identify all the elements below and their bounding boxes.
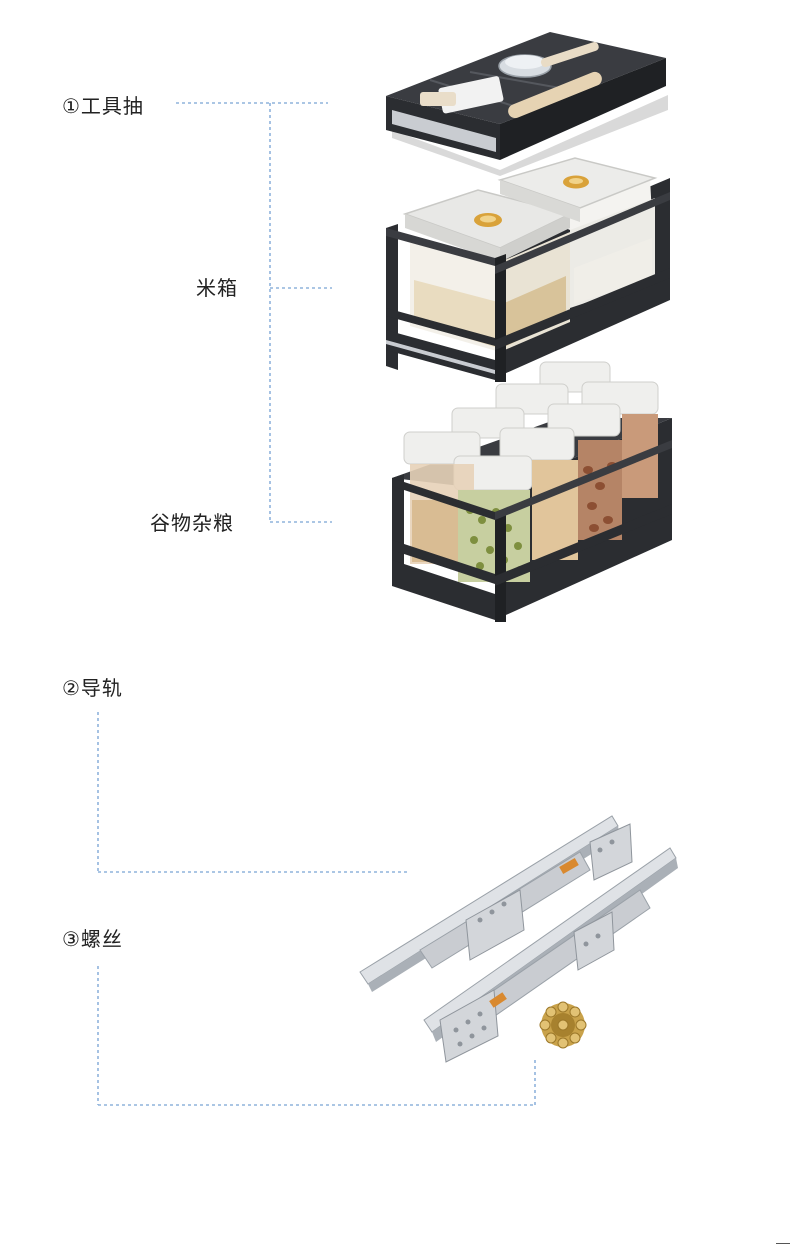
leader-line-screws <box>97 966 536 1106</box>
grains-drawer-illustration <box>392 361 672 622</box>
label-tool-drawer: ①工具抽 <box>62 94 144 118</box>
guide-rail-illustration <box>359 815 678 1063</box>
corner-mark <box>776 1243 790 1244</box>
label-guide-rail: ②导轨 <box>62 676 123 700</box>
label-rice-box: 米箱 <box>196 276 238 300</box>
leader-line-rail <box>97 712 410 873</box>
tool-drawer-illustration <box>386 32 668 176</box>
screws-illustration <box>539 1001 587 1049</box>
label-grains: 谷物杂粮 <box>150 511 234 535</box>
label-screws: ③螺丝 <box>62 927 123 951</box>
leader-line-drawers <box>176 102 332 523</box>
rice-box-drawer-illustration <box>386 157 670 382</box>
